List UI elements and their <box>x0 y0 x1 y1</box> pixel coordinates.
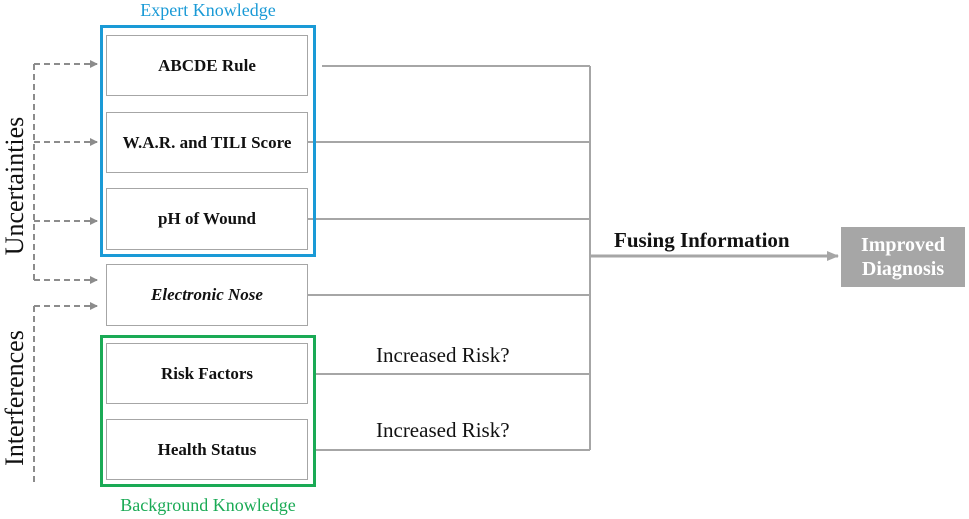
risk-factors-node: Risk Factors <box>106 343 308 404</box>
background-knowledge-title: Background Knowledge <box>120 495 296 515</box>
background-knowledge-group <box>100 335 316 487</box>
health-status-node: Health Status <box>106 419 308 480</box>
ph-of-wound-node: pH of Wound <box>106 188 308 250</box>
improved-diagnosis-line2: Diagnosis <box>861 258 945 280</box>
abcde-rule-node: ABCDE Rule <box>106 35 308 96</box>
electronic-nose-node: Electronic Nose <box>106 264 308 326</box>
interferences-bracket <box>33 302 98 484</box>
fusing-information-label: Fusing Information <box>614 228 790 252</box>
expert-knowledge-title: Expert Knowledge <box>140 0 276 20</box>
health-status-edge-label: Increased Risk? <box>376 418 510 442</box>
war-tili-score-node: W.A.R. and TILI Score <box>106 112 308 173</box>
fusion-connectors <box>308 65 591 451</box>
expert-knowledge-group <box>100 25 316 257</box>
improved-diagnosis-box: Improved Diagnosis <box>841 227 965 287</box>
risk-factors-edge-label: Increased Risk? <box>376 343 510 367</box>
uncertainties-bracket <box>33 60 98 284</box>
uncertainties-label: Uncertainties <box>0 116 29 256</box>
improved-diagnosis-line1: Improved <box>860 234 946 256</box>
interferences-label: Interferences <box>0 330 29 466</box>
